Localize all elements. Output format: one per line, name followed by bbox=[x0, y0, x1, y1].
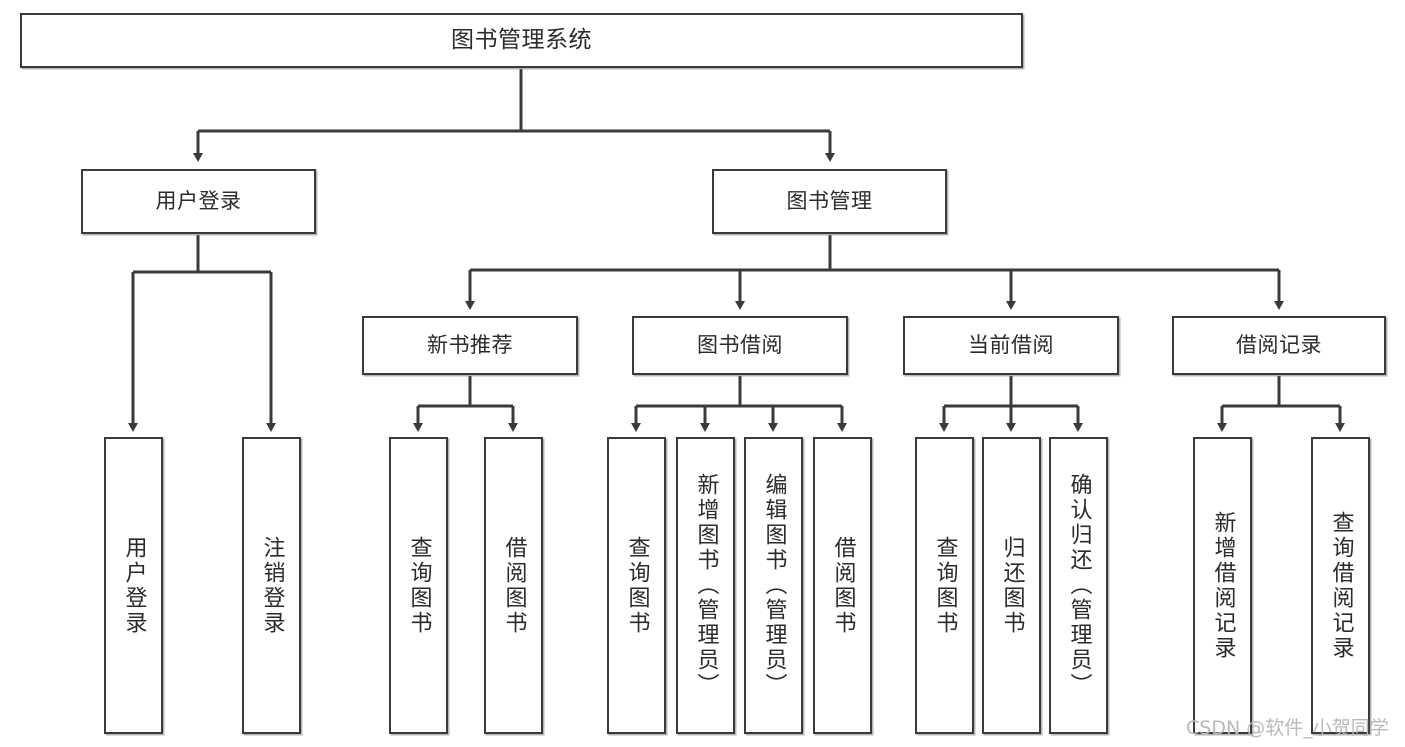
node-borrow-record[interactable]: 借阅记录 bbox=[1172, 316, 1386, 375]
node-leaf-logout-login[interactable]: 注销登录 bbox=[242, 437, 301, 734]
node-borrow-record-label: 借阅记录 bbox=[1236, 333, 1322, 358]
node-book-borrow[interactable]: 图书借阅 bbox=[632, 316, 848, 375]
node-leaf-borrow-book-1-label: 借阅图书 bbox=[501, 535, 527, 636]
node-leaf-add-book-label: 新增图书（管理员） bbox=[693, 473, 719, 698]
node-leaf-borrow-book-1[interactable]: 借阅图书 bbox=[484, 437, 543, 734]
node-current-borrow[interactable]: 当前借阅 bbox=[903, 316, 1119, 375]
node-leaf-logout-login-label: 注销登录 bbox=[259, 535, 285, 636]
node-leaf-borrow-book-2[interactable]: 借阅图书 bbox=[813, 437, 872, 734]
node-root-system[interactable]: 图书管理系统 bbox=[20, 13, 1023, 68]
node-user-login-label: 用户登录 bbox=[155, 189, 242, 214]
node-leaf-add-record[interactable]: 新增借阅记录 bbox=[1193, 437, 1252, 734]
node-leaf-query-record[interactable]: 查询借阅记录 bbox=[1311, 437, 1370, 734]
node-leaf-query-book-1[interactable]: 查询图书 bbox=[389, 437, 448, 734]
node-leaf-query-book-3[interactable]: 查询图书 bbox=[915, 437, 974, 734]
node-book-manage[interactable]: 图书管理 bbox=[712, 169, 947, 234]
node-user-login[interactable]: 用户登录 bbox=[81, 169, 316, 234]
node-root-system-label: 图书管理系统 bbox=[451, 26, 592, 53]
node-leaf-query-book-3-label: 查询图书 bbox=[932, 535, 958, 636]
node-leaf-return-book[interactable]: 归还图书 bbox=[982, 437, 1041, 734]
node-book-borrow-label: 图书借阅 bbox=[697, 333, 783, 358]
node-current-borrow-label: 当前借阅 bbox=[968, 333, 1054, 358]
node-leaf-query-book-2-label: 查询图书 bbox=[624, 535, 650, 636]
node-leaf-edit-book-label: 编辑图书（管理员） bbox=[761, 473, 787, 698]
node-leaf-confirm-return-label: 确认归还（管理员） bbox=[1066, 473, 1092, 698]
node-leaf-query-book-2[interactable]: 查询图书 bbox=[607, 437, 666, 734]
node-leaf-add-record-label: 新增借阅记录 bbox=[1210, 510, 1236, 661]
node-new-book-recommend[interactable]: 新书推荐 bbox=[362, 316, 578, 375]
node-leaf-add-book[interactable]: 新增图书（管理员） bbox=[676, 437, 735, 734]
node-leaf-borrow-book-2-label: 借阅图书 bbox=[830, 535, 856, 636]
node-leaf-confirm-return[interactable]: 确认归还（管理员） bbox=[1049, 437, 1108, 734]
node-leaf-query-record-label: 查询借阅记录 bbox=[1328, 510, 1354, 661]
node-leaf-query-book-1-label: 查询图书 bbox=[406, 535, 432, 636]
node-book-manage-label: 图书管理 bbox=[786, 189, 873, 214]
node-new-book-recommend-label: 新书推荐 bbox=[427, 333, 513, 358]
node-leaf-return-book-label: 归还图书 bbox=[999, 535, 1025, 636]
node-leaf-user-login-label: 用户登录 bbox=[121, 535, 147, 636]
node-leaf-edit-book[interactable]: 编辑图书（管理员） bbox=[744, 437, 803, 734]
node-leaf-user-login[interactable]: 用户登录 bbox=[104, 437, 163, 734]
csdn-watermark: CSDN @软件_小贺同学 bbox=[1186, 717, 1389, 739]
